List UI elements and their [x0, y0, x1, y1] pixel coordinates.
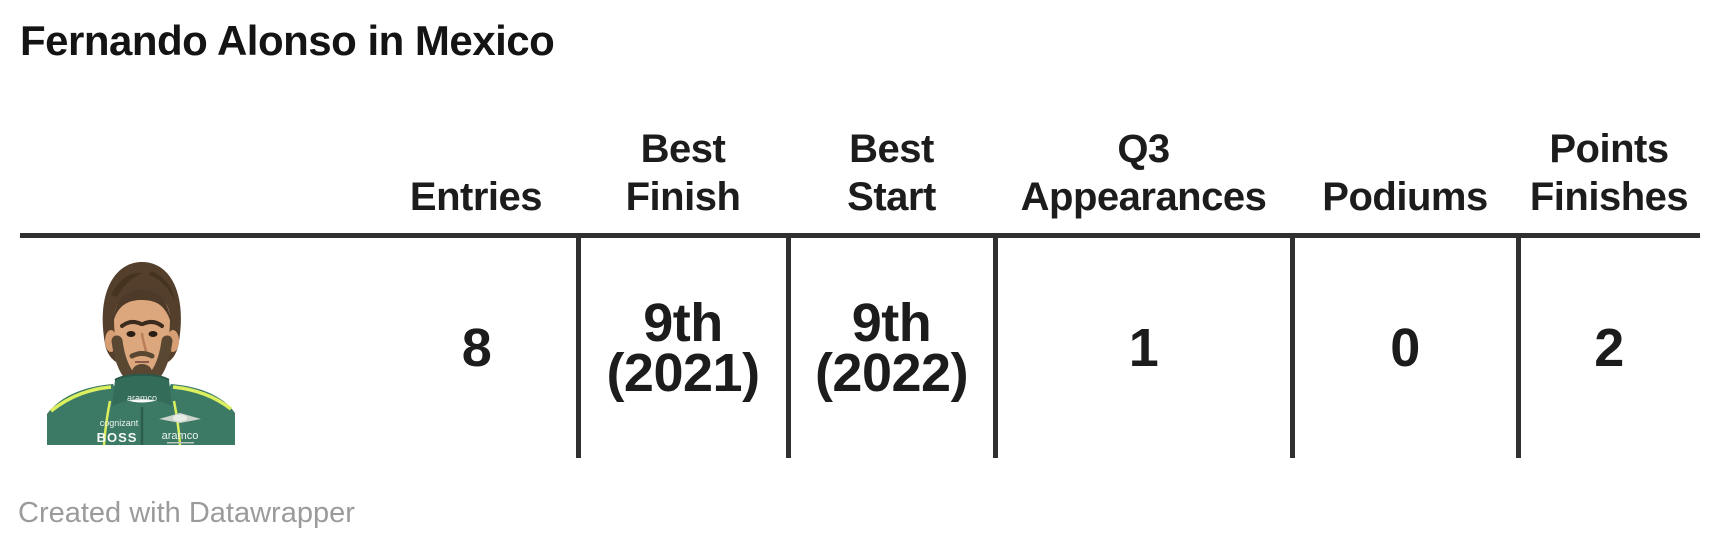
chart-title: Fernando Alonso in Mexico — [20, 17, 555, 64]
column-header-q3-appearances: Q3 Appearances — [1020, 127, 1267, 219]
portrait-hair-shadow — [111, 272, 143, 297]
suit-collar-edge — [114, 373, 170, 381]
suit-logo-subtext — [167, 442, 194, 444]
cell-q3-appearances: 1 — [1128, 317, 1159, 378]
suit-collar — [112, 374, 172, 406]
cell-best-start: 9th (2022) — [814, 292, 969, 403]
suit-trim-line — [172, 400, 182, 445]
datawrapper-credit-link[interactable]: Created with Datawrapper — [18, 497, 355, 529]
suit-logo-boss: BOSS — [97, 430, 138, 445]
table-header-row: Entries Best Finish Best Start Q3 Appear… — [20, 100, 1700, 233]
table-row: 8 9th (2021) 9th (2022) 1 0 2 — [20, 237, 1700, 458]
portrait-mustache — [129, 351, 155, 359]
portrait-hair-shadow — [149, 271, 175, 301]
suit-logo-aramco-chest: aramco — [162, 430, 199, 442]
suit-trim-line — [49, 385, 112, 413]
column-divider — [1516, 233, 1521, 458]
portrait-eye — [148, 331, 158, 337]
column-header-entries: Entries — [409, 175, 543, 219]
header-divider-line — [20, 233, 1700, 238]
suit-logo-aramco-collar: aramco — [127, 393, 157, 403]
column-divider — [993, 233, 998, 458]
cell-entries: 8 — [461, 317, 492, 378]
column-header-points-finishes: Points Finishes — [1529, 127, 1689, 219]
column-divider — [576, 233, 581, 458]
driver-photo: aramco cognizant BOSS aramco — [47, 262, 235, 445]
column-divider — [1290, 233, 1295, 458]
aston-martin-wings-center — [173, 414, 187, 422]
cell-best-finish: 9th (2021) — [606, 292, 760, 403]
column-header-podiums: Podiums — [1322, 175, 1488, 219]
column-header-best-start: Best Start — [847, 127, 936, 219]
portrait-eyebrow — [141, 319, 164, 328]
cell-podiums: 0 — [1390, 317, 1420, 378]
cell-points-finishes: 2 — [1594, 317, 1624, 378]
column-divider — [786, 233, 791, 458]
portrait-eye — [126, 331, 136, 337]
portrait-hairline — [113, 290, 171, 323]
column-header-best-finish: Best Finish — [625, 127, 741, 219]
suit-logo-cognizant: cognizant — [100, 418, 139, 428]
suit-trim-line — [102, 400, 112, 445]
suit-trim-line — [172, 385, 233, 411]
portrait-eyebrow — [120, 319, 143, 328]
